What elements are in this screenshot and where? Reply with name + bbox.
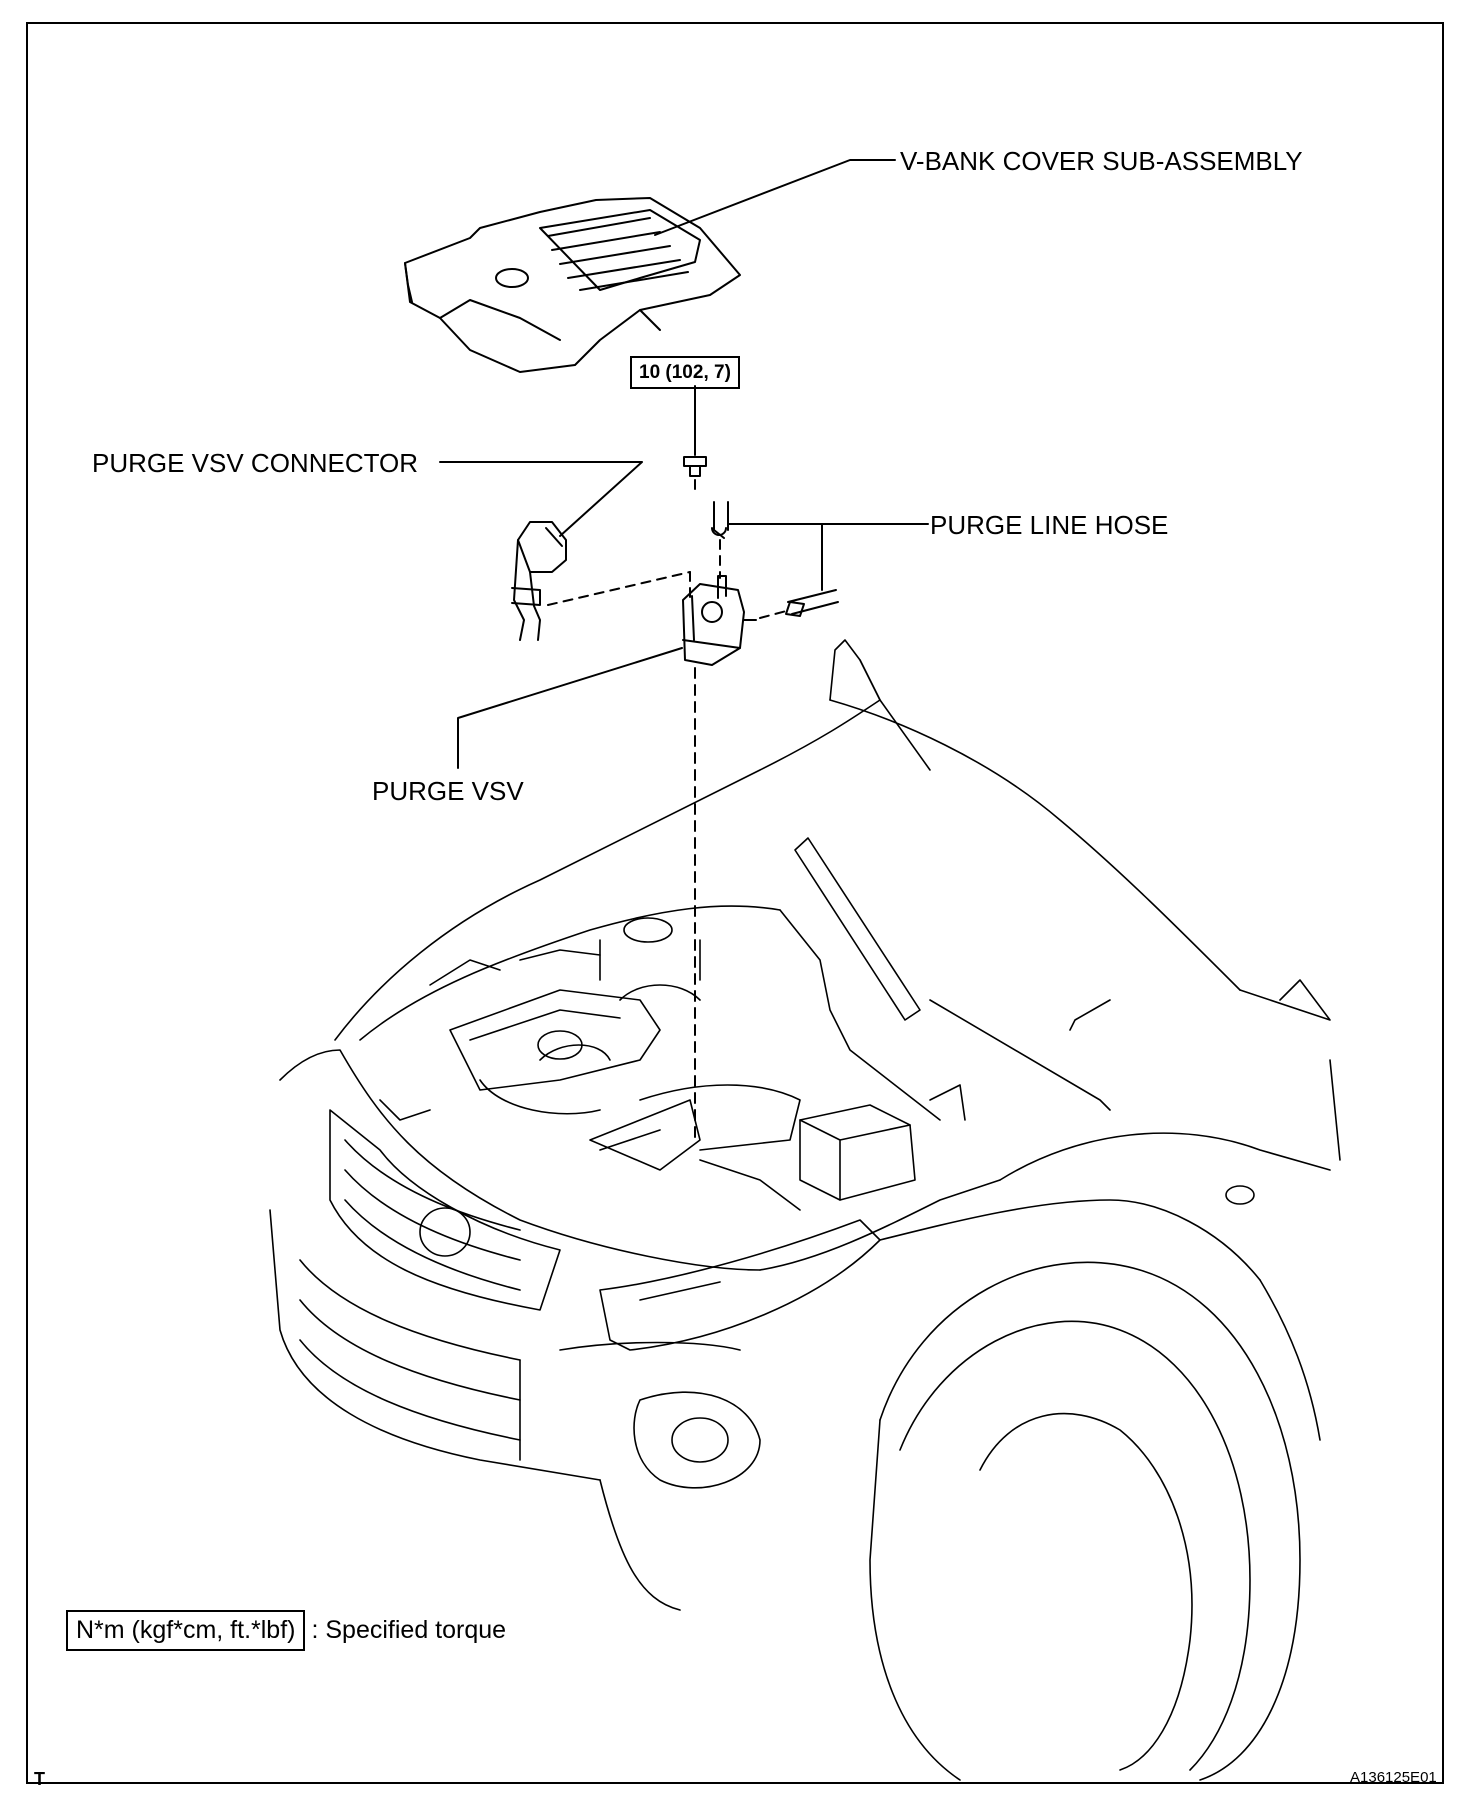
legend-unit-box: N*m (kgf*cm, ft.*lbf): [66, 1610, 306, 1651]
corner-mark-left: T: [34, 1769, 45, 1789]
label-purge-vsv: PURGE VSV: [372, 776, 524, 806]
torque-legend: N*m (kgf*cm, ft.*lbf) : Specified torque: [66, 1610, 506, 1651]
purge-line-hose-drawing: [711, 501, 839, 617]
diagram-frame: [26, 22, 1444, 1784]
torque-spec-box: 10 (102, 7): [630, 356, 740, 389]
legend-description: : Specified torque: [311, 1616, 507, 1644]
label-purge-line-hose: PURGE LINE HOSE: [930, 510, 1169, 540]
label-purge-vsv-connector: PURGE VSV CONNECTOR: [92, 448, 419, 478]
vbank-cover-drawing: [404, 197, 741, 373]
vehicle-front-drawing: [269, 639, 1341, 1781]
figure-id: A136125E01: [1350, 1769, 1437, 1786]
label-vbank-cover: V-BANK COVER SUB-ASSEMBLY: [900, 146, 1303, 176]
bolt-drawing: [683, 456, 707, 477]
purge-vsv-connector-drawing: [511, 521, 567, 641]
purge-vsv-drawing: [682, 575, 757, 666]
